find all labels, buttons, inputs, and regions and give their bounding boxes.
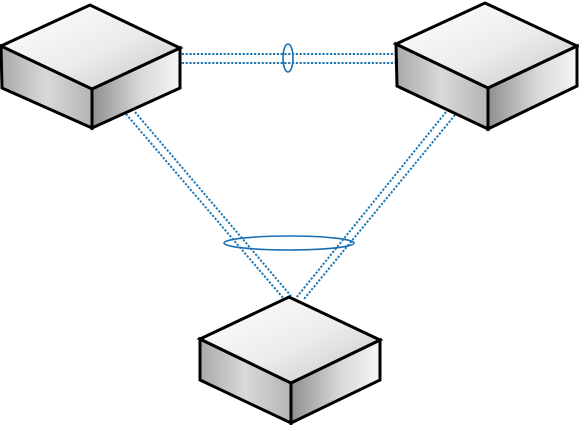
network-device-icon: [200, 297, 380, 423]
link-top-right-bottom: [296, 112, 455, 299]
device-top-right[interactable]: [396, 3, 577, 129]
network-device-icon: [396, 3, 577, 129]
network-device-icon: [1, 5, 180, 128]
devices-layer: [1, 3, 577, 423]
link-top-left-top-right: [178, 44, 397, 72]
link-top-left-bottom: [126, 112, 291, 299]
device-bottom[interactable]: [200, 297, 380, 423]
link-bundle-ring: [224, 236, 354, 250]
link-line: [135, 112, 291, 296]
link-line: [296, 112, 446, 298]
link-line: [304, 115, 455, 299]
device-top-left[interactable]: [1, 5, 180, 128]
link-line: [126, 114, 284, 299]
link-bundle-ring: [283, 44, 293, 72]
